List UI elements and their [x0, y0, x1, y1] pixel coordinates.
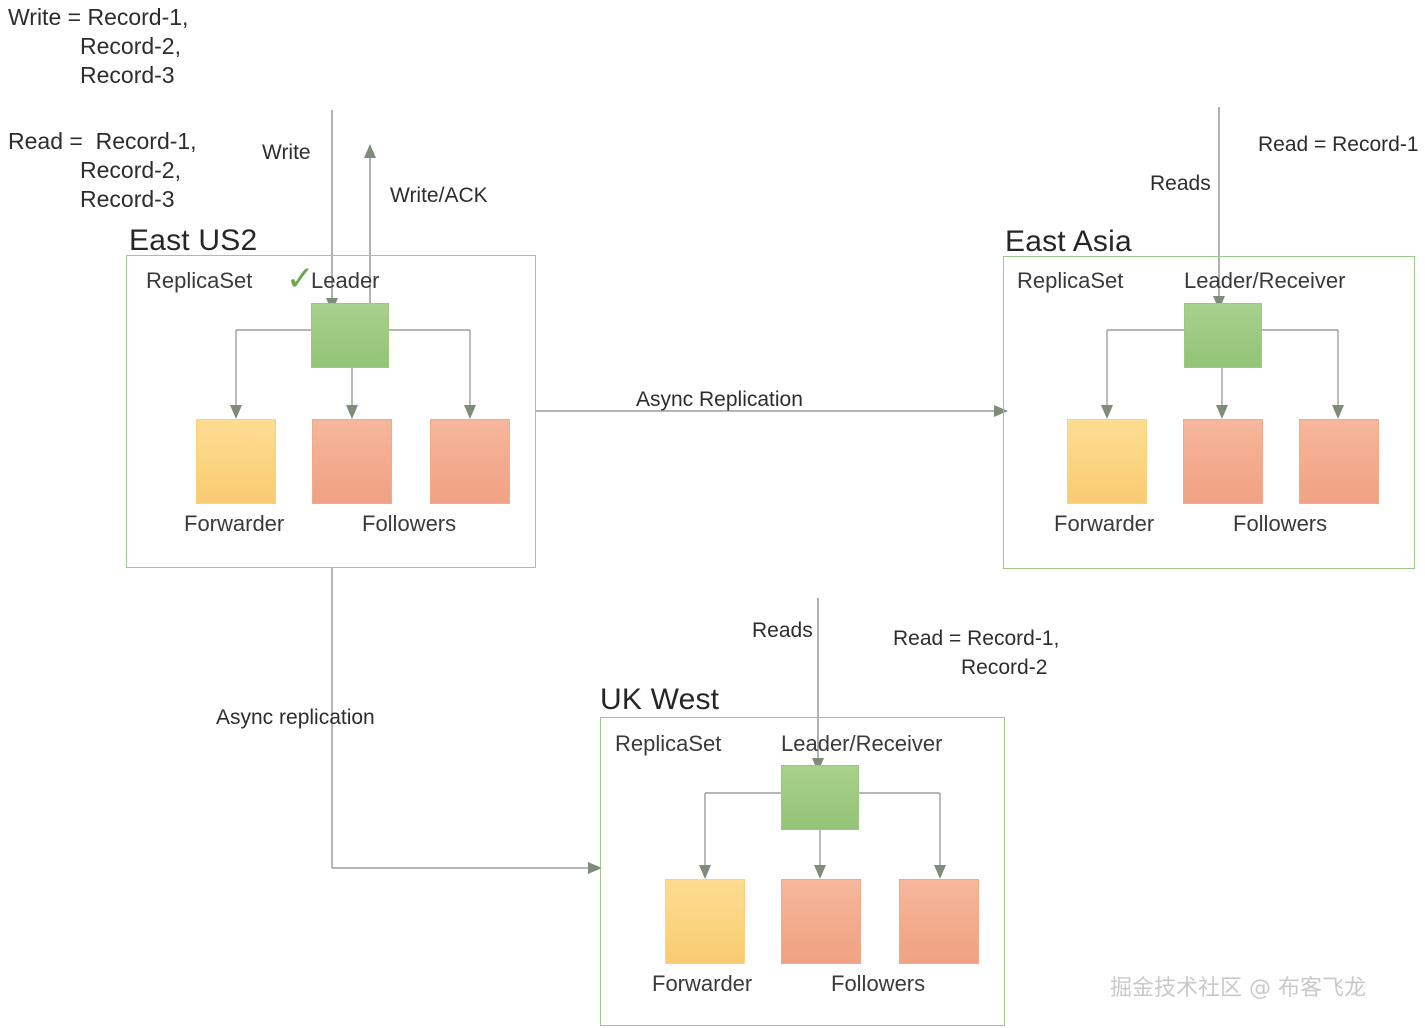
- write-legend-line1: Write = Record-1,: [8, 4, 189, 30]
- read-uk-west-result-line1: Read = Record-1,: [893, 627, 1060, 650]
- reads-east-asia-label: Reads: [1150, 172, 1211, 195]
- followers-caption-east-us2: Followers: [362, 511, 457, 536]
- follower-node-east-us2-1: [312, 419, 392, 504]
- region-box-uk-west: [600, 717, 1005, 1026]
- follower-node-east-asia-1: [1183, 419, 1263, 504]
- leader-label-east-asia: Leader/Receiver: [1184, 268, 1346, 293]
- forwarder-caption-uk-west: Forwarder: [652, 971, 753, 996]
- followers-caption-uk-west: Followers: [831, 971, 926, 996]
- leader-node-east-asia: [1184, 303, 1262, 368]
- region-box-east-us2: [126, 255, 536, 568]
- reads-uk-west-label: Reads: [752, 619, 813, 642]
- leader-label-uk-west: Leader/Receiver: [781, 731, 943, 756]
- forwarder-caption-east-us2: Forwarder: [184, 511, 285, 536]
- read-legend-line2: Record-2,: [80, 157, 181, 183]
- follower-node-uk-west-2: [899, 879, 979, 964]
- write-legend-line2: Record-2,: [80, 33, 181, 59]
- followers-caption-east-asia: Followers: [1233, 511, 1328, 536]
- replicaset-label-uk-west: ReplicaSet: [615, 731, 722, 756]
- async-replication-east-label: Async Replication: [636, 388, 803, 411]
- forwarder-node-east-asia: [1067, 419, 1147, 504]
- read-legend-line1: Read = Record-1,: [8, 128, 197, 154]
- replicaset-label-east-asia: ReplicaSet: [1017, 268, 1124, 293]
- forwarder-node-east-us2: [196, 419, 276, 504]
- async-replication-uk-label: Async replication: [216, 706, 375, 729]
- follower-node-uk-west-1: [781, 879, 861, 964]
- write-legend-line3: Record-3: [80, 62, 175, 88]
- read-east-asia-result-label: Read = Record-1: [1258, 133, 1419, 156]
- write-ack-edge-label: Write/ACK: [390, 184, 488, 207]
- follower-node-east-us2-2: [430, 419, 510, 504]
- check-icon-east-us2: ✓: [286, 259, 315, 299]
- leader-label-east-us2: Leader: [311, 268, 380, 293]
- region-title-uk-west: UK West: [600, 683, 720, 716]
- read-uk-west-result-line2: Record-2: [961, 656, 1048, 679]
- watermark: 掘金技术社区 @ 布客飞龙: [1110, 976, 1366, 1001]
- follower-node-east-asia-2: [1299, 419, 1379, 504]
- leader-node-east-us2: [311, 303, 389, 368]
- region-title-east-asia: East Asia: [1005, 225, 1132, 258]
- write-edge-label: Write: [262, 141, 311, 164]
- replicaset-label-east-us2: ReplicaSet: [146, 268, 253, 293]
- forwarder-node-uk-west: [665, 879, 745, 964]
- read-legend-line3: Record-3: [80, 186, 175, 212]
- region-title-east-us2: East US2: [129, 224, 258, 257]
- region-box-east-asia: [1003, 256, 1415, 569]
- leader-node-uk-west: [781, 765, 859, 830]
- forwarder-caption-east-asia: Forwarder: [1054, 511, 1155, 536]
